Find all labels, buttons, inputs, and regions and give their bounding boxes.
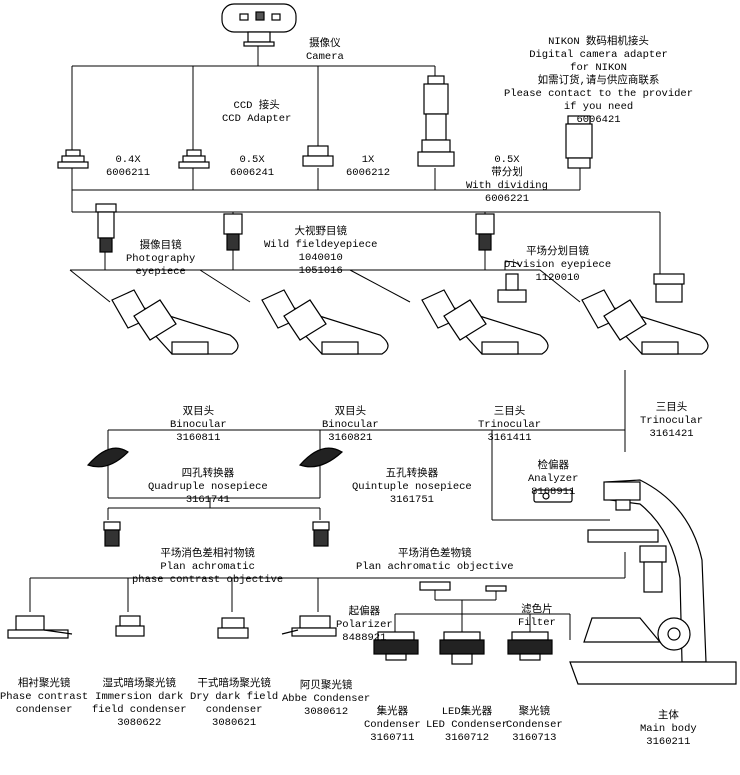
quint-nosepiece-drawing [298,447,344,468]
adapter-05x-dividing-drawing [417,75,455,167]
quad-nosepiece-drawing [86,447,129,468]
binocular-head-2-drawing [261,289,389,355]
polarizer-drawing [419,581,451,591]
adapter-04x-drawing [57,149,89,169]
condenser-2-drawing [507,631,553,661]
trinocular-head-1-drawing [421,273,549,355]
abbe-condenser-drawing [281,615,337,637]
connector-lines [7,3,737,685]
photo-eyepiece-drawing [95,203,117,253]
dry-condenser-drawing [217,617,249,639]
immersion-condenser-drawing [115,615,145,637]
analyzer-drawing [533,489,573,503]
led-condenser-drawing [439,631,485,665]
nikon-adapter-drawing [565,115,593,169]
condenser-drawing [373,631,419,661]
main-body-drawing [569,479,737,685]
wide-eyepiece-drawing [223,213,243,251]
adapter-05x-drawing [178,149,210,169]
trinocular-head-2-drawing [581,273,709,355]
plan-objective-drawing [312,521,330,547]
adapter-1x-drawing [302,145,334,167]
camera-drawing [221,3,297,47]
filter-drawing [485,585,507,592]
division-eyepiece-drawing [475,213,495,251]
phase-condenser-drawing [7,615,73,639]
phase-objective-drawing [103,521,121,547]
binocular-head-1-drawing [111,289,239,355]
